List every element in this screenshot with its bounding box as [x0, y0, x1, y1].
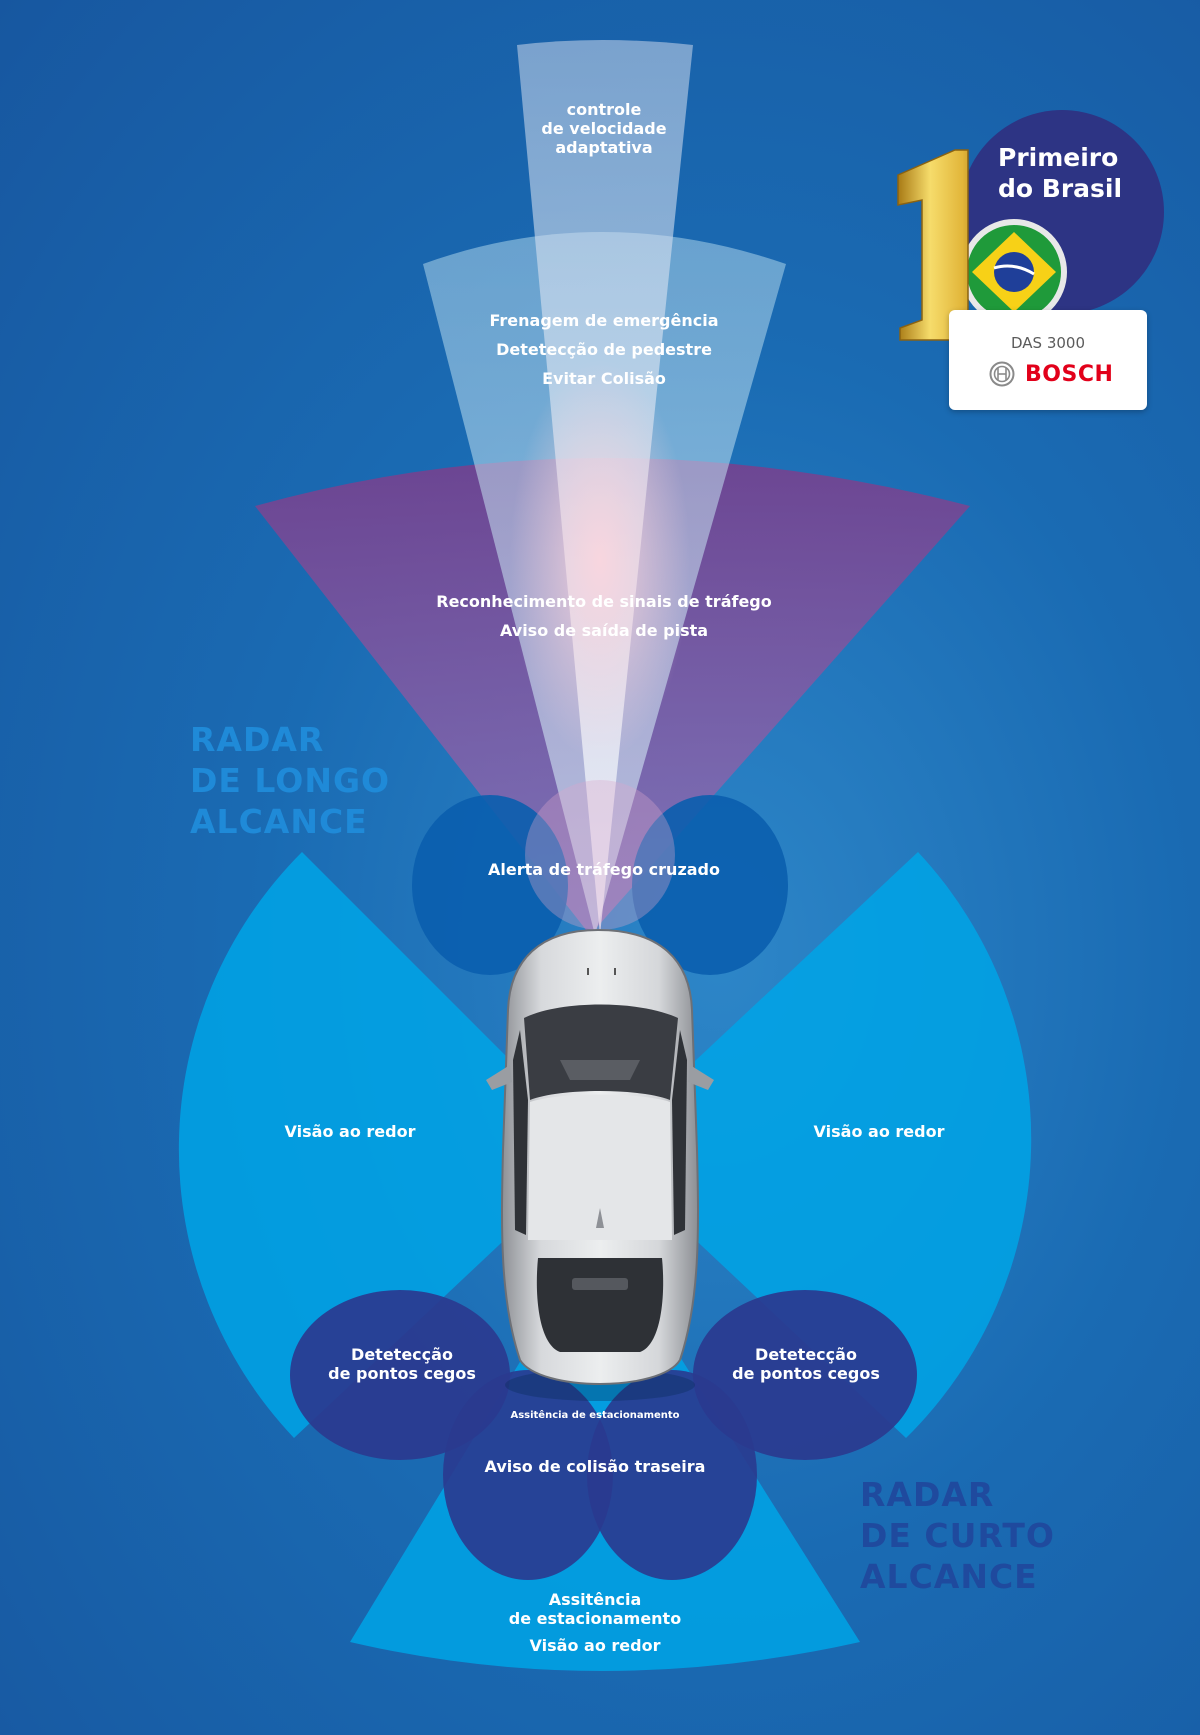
- blind-spot-lobe-right: [693, 1290, 917, 1460]
- bosch-brand-text: BOSCH: [1025, 361, 1114, 387]
- rear-surround-label: Visão ao redor: [529, 1636, 661, 1655]
- rear-lobe-right: [587, 1370, 757, 1580]
- cross-traffic-lobe-left: [412, 795, 568, 975]
- cross-traffic-lobe-center: [525, 780, 675, 930]
- badge-card: DAS 3000 BOSCH: [949, 310, 1147, 410]
- surround-zone-left: [178, 852, 600, 1438]
- bosch-armature-icon: [989, 361, 1015, 387]
- badge-card-text: DAS 3000: [1010, 334, 1085, 352]
- rear-lobe-left: [443, 1370, 613, 1580]
- bosch-logo: BOSCH: [989, 360, 1113, 388]
- center-glow: [510, 360, 690, 760]
- blind-spot-lobe-left: [290, 1290, 510, 1460]
- surround-zone-right: [600, 852, 1032, 1438]
- surround-label-right: Visão ao redor: [813, 1122, 945, 1141]
- car-top-view: [486, 928, 714, 1401]
- gold-number-one-icon: [897, 149, 991, 341]
- surround-label-left: Visão ao redor: [284, 1122, 416, 1141]
- cross-traffic-lobe-right: [632, 795, 788, 975]
- cross-traffic-label: Alerta de tráfego cruzado: [488, 860, 720, 879]
- rear-collision-label: Aviso de colisão traseira: [484, 1457, 706, 1476]
- parking-small-label: Assitência de estacionamento: [510, 1410, 680, 1421]
